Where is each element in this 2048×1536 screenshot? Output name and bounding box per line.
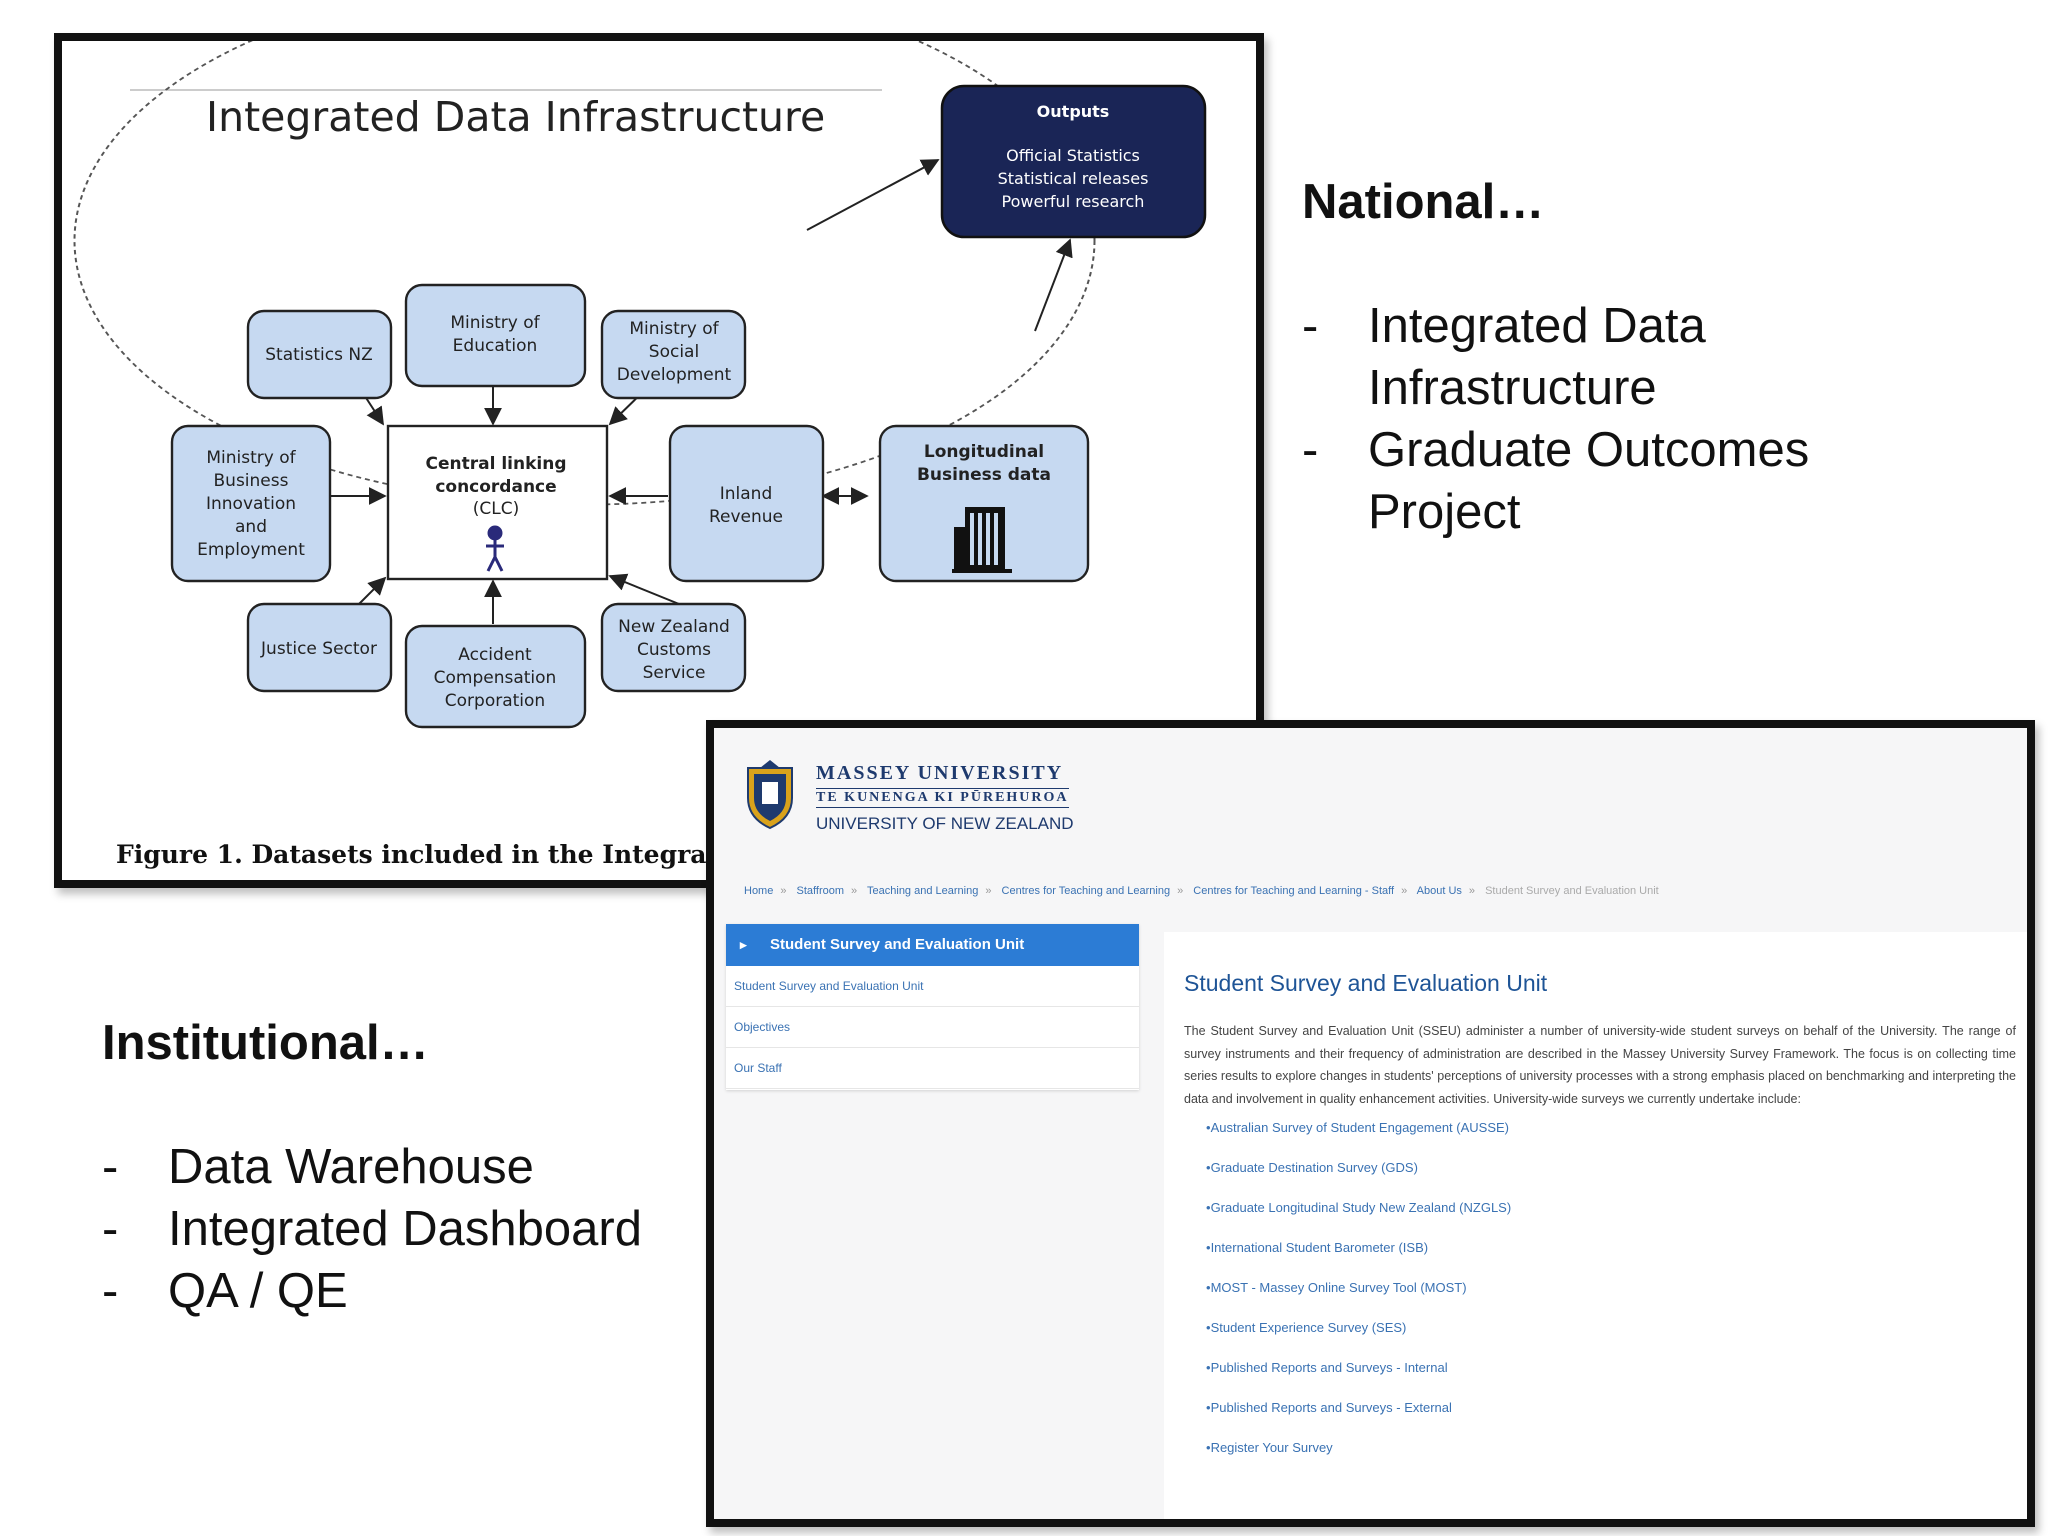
person-icon [486, 525, 504, 572]
diagram-title: Integrated Data Infrastructure [206, 93, 825, 141]
breadcrumb-link[interactable]: Centres for Teaching and Learning [1001, 885, 1171, 897]
logo-text: TE KUNENGA KI PŪREHUROA [816, 788, 1069, 808]
building-icon [952, 507, 1012, 573]
side-nav-item-our-staff[interactable]: Our Staff [726, 1048, 1139, 1089]
node-longitudinal-business-data: Longitudinal Business data [878, 424, 1090, 583]
survey-link[interactable]: Graduate Longitudinal Study New Zealand … [1206, 1188, 1512, 1228]
node-inland-revenue: Inland Revenue [668, 424, 825, 583]
node-ministry-of-education: Ministry of Education [404, 283, 587, 388]
institutional-heading: Institutional… [102, 1016, 429, 1070]
central-linking-concordance: Central linking concordance (CLC) [386, 424, 609, 581]
idi-boundary-ellipse [73, 41, 1096, 506]
survey-link[interactable]: Graduate Destination Survey (GDS) [1206, 1148, 1511, 1188]
center-label: concordance [435, 477, 556, 497]
side-nav-item[interactable]: Student Survey and Evaluation Unit [726, 966, 1139, 1007]
node-label: Employment [197, 540, 305, 560]
list-item: QA / QE [102, 1260, 702, 1322]
institutional-list: Data Warehouse Integrated Dashboard QA /… [102, 1136, 702, 1322]
national-heading: National… [1302, 175, 1545, 229]
figure-caption: Figure 1. Datasets included in the Integ… [116, 840, 782, 869]
node-label: Compensation [434, 668, 557, 688]
list-item: Integrated Dashboard [102, 1198, 702, 1260]
breadcrumb-separator: » [1401, 885, 1408, 897]
list-item: Integrated Data Infrastructure [1302, 295, 1922, 419]
arrow-to-outputs [806, 159, 940, 231]
breadcrumb-link[interactable]: About Us [1416, 885, 1462, 897]
outputs-line: Powerful research [1002, 192, 1145, 211]
arrow-to-outputs [1034, 238, 1073, 332]
survey-link[interactable]: Published Reports and Surveys - Internal [1206, 1348, 1511, 1388]
node-label: Longitudinal [924, 442, 1044, 462]
survey-links: Australian Survey of Student Engagement … [1206, 1108, 1512, 1468]
breadcrumb-separator: » [780, 885, 787, 897]
node-label: Inland [720, 484, 773, 504]
node-nz-customs: New Zealand Customs Service [600, 602, 747, 693]
survey-link[interactable]: Published Reports and Surveys - External [1206, 1388, 1511, 1428]
idi-diagram-panel: Integrated Data Infrastructure Outputs O… [54, 33, 1264, 888]
breadcrumb-link[interactable]: Teaching and Learning [867, 885, 979, 897]
node-label: Statistics NZ [265, 345, 372, 365]
node-statistics-nz: Statistics NZ [246, 309, 393, 400]
outputs-box: Outputs Official Statistics Statistical … [940, 84, 1207, 239]
massey-website-screenshot: MASSEY UNIVERSITY TE KUNENGA KI PŪREHURO… [706, 720, 2035, 1527]
breadcrumb-link[interactable]: Centres for Teaching and Learning - Staf… [1193, 885, 1395, 897]
side-nav-item-objectives[interactable]: Objectives [726, 1007, 1139, 1048]
node-label: New Zealand [618, 617, 730, 637]
breadcrumb-separator: » [1468, 885, 1476, 897]
outputs-line: Official Statistics [1006, 146, 1140, 165]
node-label: Education [453, 336, 538, 356]
node-label: Development [617, 365, 732, 385]
list-item: Graduate Outcomes Project [1302, 419, 1922, 543]
node-label: Customs [637, 640, 711, 660]
node-label: Innovation [206, 494, 296, 514]
node-justice-sector: Justice Sector [246, 602, 393, 693]
node-label: Ministry of [450, 313, 540, 333]
side-nav-header[interactable]: Student Survey and Evaluation Unit [726, 924, 1139, 966]
arrow-customs [608, 573, 680, 605]
survey-link[interactable]: Student Experience Survey (SES) [1206, 1308, 1511, 1348]
outputs-line: Statistical releases [998, 169, 1149, 188]
outputs-title: Outputs [1037, 102, 1110, 121]
massey-crest-icon [747, 760, 793, 830]
survey-link[interactable]: Register Your Survey [1206, 1428, 1511, 1468]
node-ministry-of-social-development: Ministry of Social Development [600, 309, 747, 400]
node-label: Business [214, 471, 289, 491]
breadcrumb-separator: » [985, 885, 992, 897]
node-mbie: Ministry of Business Innovation and Empl… [170, 424, 332, 583]
breadcrumb-link[interactable]: Home [744, 885, 774, 897]
breadcrumb-link[interactable]: Staffroom [796, 885, 845, 897]
node-label: Business data [917, 465, 1051, 485]
logo-text: MASSEY UNIVERSITY [816, 762, 1064, 784]
node-label: and [235, 517, 267, 537]
survey-link[interactable]: MOST - Massey Online Survey Tool (MOST) [1206, 1268, 1511, 1308]
idi-diagram: Integrated Data Infrastructure Outputs O… [73, 41, 1207, 869]
arrow-justice [358, 576, 387, 605]
side-nav: Student Survey and Evaluation Unit Stude… [726, 924, 1139, 1090]
node-label: Corporation [445, 691, 545, 711]
content-body: The Student Survey and Evaluation Unit (… [1184, 1024, 2016, 1106]
node-label: Accident [458, 645, 532, 665]
national-list: Integrated Data Infrastructure Graduate … [1302, 295, 1922, 543]
node-label: Ministry of [629, 319, 719, 339]
node-label: Service [643, 663, 706, 683]
node-label: Justice Sector [260, 639, 377, 659]
node-acc: Accident Compensation Corporation [404, 624, 587, 729]
logo-text: UNIVERSITY OF NEW ZEALAND [816, 814, 1074, 833]
breadcrumb-current: Student Survey and Evaluation Unit [1485, 885, 1659, 897]
breadcrumb-separator: » [1177, 885, 1184, 897]
content-area: Student Survey and Evaluation Unit The S… [1164, 932, 2027, 1519]
node-label: Revenue [709, 507, 783, 527]
page-title: Student Survey and Evaluation Unit [1184, 970, 1548, 996]
breadcrumb: Home» Staffroom» Teaching and Learning» … [744, 885, 1659, 897]
node-label: Social [649, 342, 699, 362]
list-item: Data Warehouse [102, 1136, 702, 1198]
survey-link[interactable]: Australian Survey of Student Engagement … [1206, 1108, 1511, 1148]
survey-link[interactable]: International Student Barometer (ISB) [1206, 1228, 1511, 1268]
center-label: (CLC) [473, 499, 519, 519]
breadcrumb-separator: » [851, 885, 858, 897]
center-label: Central linking [426, 454, 567, 474]
node-label: Ministry of [206, 448, 296, 468]
